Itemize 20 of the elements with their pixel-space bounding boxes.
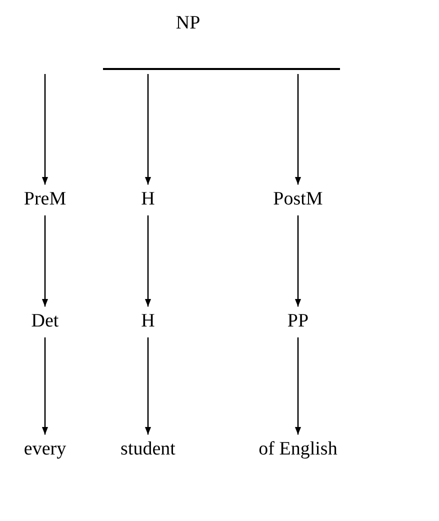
arrow xyxy=(294,74,302,185)
arrow xyxy=(42,215,48,307)
tree-label: H xyxy=(141,188,155,212)
tree-label: PreM xyxy=(24,188,66,212)
arrow xyxy=(294,337,302,435)
tree-label: NP xyxy=(176,12,200,36)
tree-label: every xyxy=(24,438,66,462)
tree-label: PP xyxy=(287,310,309,334)
arrow xyxy=(42,337,48,435)
arrow xyxy=(144,74,152,185)
arrow xyxy=(144,337,152,435)
tree-label: PostM xyxy=(273,188,323,212)
arrow xyxy=(294,215,302,307)
arrow xyxy=(42,74,48,185)
horizontal-rule-bar xyxy=(103,68,340,70)
tree-label: Det xyxy=(31,310,59,334)
tree-label: student xyxy=(120,438,176,462)
tree-label: of English xyxy=(258,438,338,462)
arrow xyxy=(144,215,152,307)
tree-label: H xyxy=(141,310,155,334)
